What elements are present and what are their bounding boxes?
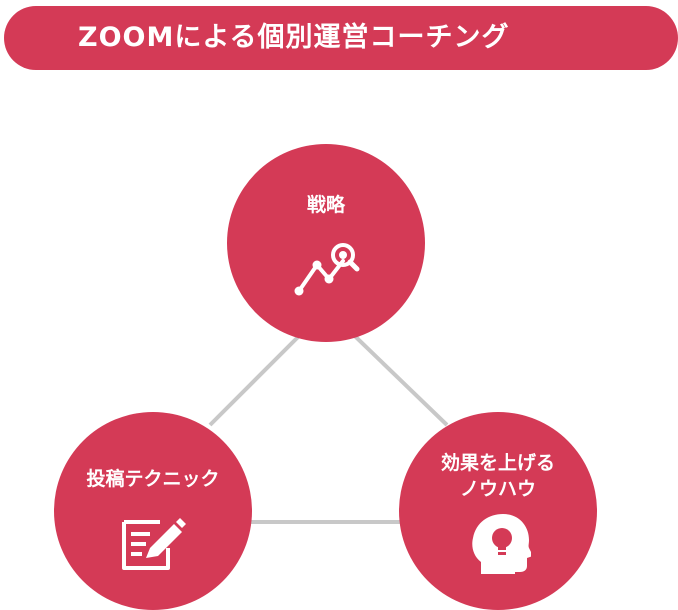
page-title-banner: ZOOMによる個別運営コーチング [4, 6, 678, 70]
edit-document-icon [122, 518, 186, 570]
node-knowhow: 効果を上げる ノウハウ [399, 412, 597, 610]
node-strategy-label: 戦略 [306, 194, 345, 216]
page-title: ZOOMによる個別運営コーチング [78, 22, 510, 53]
lightbulb-head-icon [472, 514, 531, 574]
node-techniques-label: 投稿テクニック [86, 468, 220, 490]
chart-magnifier-icon [294, 243, 360, 296]
node-knowhow-label: 効果を上げる ノウハウ [399, 450, 597, 502]
node-techniques: 投稿テクニック [54, 412, 252, 610]
node-strategy: 戦略 [227, 144, 425, 342]
node-knowhow-label-line1: 効果を上げる [440, 452, 555, 474]
node-knowhow-label-line2: ノウハウ [459, 478, 536, 500]
